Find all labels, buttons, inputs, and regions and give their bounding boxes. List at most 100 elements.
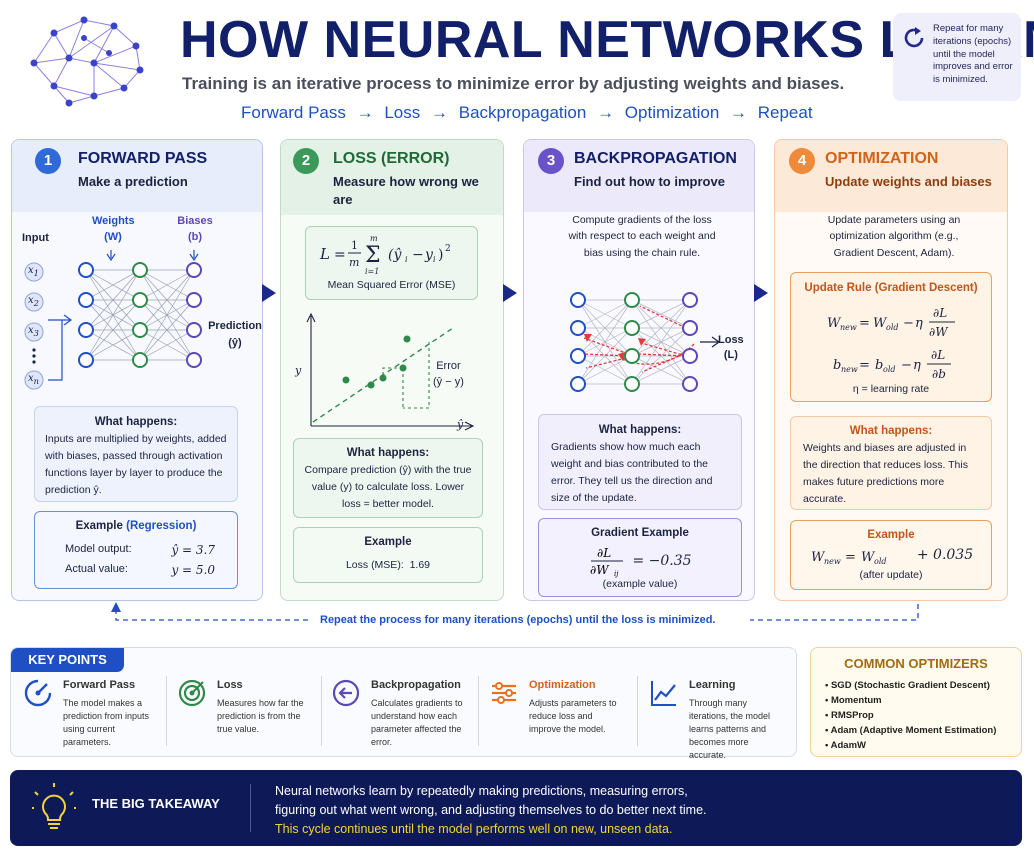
svg-text:∂L: ∂L [597, 546, 611, 560]
row-value: 1.69 [409, 559, 431, 572]
svg-text:new: new [841, 365, 858, 374]
example-note: (example value) [602, 578, 678, 591]
prediction-text: Prediction [208, 320, 262, 332]
svg-text:W: W [861, 550, 876, 565]
error-text: Error [436, 360, 461, 372]
divider [478, 676, 479, 746]
input-subscript: 2 [33, 298, 39, 308]
optimizer-item: • Momentum [825, 695, 882, 706]
box-text: Inputs are multiplied by weights, added … [45, 433, 227, 496]
divider [166, 676, 167, 746]
gauge-icon [24, 679, 52, 707]
arrow-right-icon [503, 284, 517, 302]
repeat-note-text: Repeat for many iterations (epochs) unti… [933, 23, 1013, 86]
svg-text:=: = [334, 247, 346, 263]
box-title: Example (Regression) [45, 517, 227, 535]
svg-text:∂L: ∂L [933, 306, 947, 320]
flow-step: Loss [384, 103, 421, 122]
back-arrow-icon [332, 679, 360, 707]
flow-step: Backpropagation [458, 103, 587, 122]
row-label: Loss (MSE): [345, 559, 404, 572]
optimizers-title: COMMON OPTIMIZERS [844, 656, 988, 671]
card-subtitle: Make a prediction [78, 174, 188, 189]
optimizer-name: Momentum [830, 695, 882, 706]
divider [250, 784, 251, 832]
what-happens-box: What happens: Inputs are multiplied by w… [34, 406, 238, 502]
arrow-right-icon [262, 284, 276, 302]
backprop-network [570, 292, 721, 392]
svg-text:old: old [874, 557, 887, 566]
svg-text:m: m [370, 234, 378, 243]
box-text: Compare prediction (ŷ) with the true val… [304, 464, 472, 510]
svg-text:i=1: i=1 [365, 267, 379, 276]
error-label: Error (ŷ − y) [433, 359, 464, 391]
example-box: Example Loss (MSE): 1.69 [293, 527, 483, 583]
input-symbol: x [28, 325, 34, 336]
example-note: (after update) [859, 568, 923, 581]
input-node-label: x1 [28, 265, 39, 278]
key-point-title: Backpropagation [371, 679, 461, 691]
what-happens-box: What happens: Gradients show how much ea… [538, 414, 742, 510]
step-number: 4 [789, 148, 815, 174]
flow-step: Repeat [757, 103, 813, 122]
input-node-label: x2 [28, 295, 39, 308]
row-value: ŷ = 3.7 [171, 543, 215, 558]
key-point-text: Measures how far the prediction is from … [217, 697, 304, 735]
prediction-label: Prediction (ŷ) [208, 318, 262, 351]
card-subtitle: Find out how to improve [574, 174, 725, 189]
input-label: Input [22, 232, 49, 244]
input-subscript: n [33, 376, 40, 386]
flow-separator: → [597, 103, 615, 122]
input-subscript: 1 [33, 268, 39, 278]
what-happens-box: What happens: Weights and biases are adj… [790, 416, 992, 510]
flow-separator: → [431, 103, 448, 122]
svg-text:old: old [886, 323, 899, 332]
key-point-item: Loss Measures how far the prediction is … [217, 678, 367, 736]
example-box: Example (Regression) Model output: ŷ = 3… [34, 511, 238, 589]
svg-text:(ŷ: (ŷ [388, 246, 402, 263]
card-subtitle: Measure how wrong we are [333, 174, 479, 207]
example-row: Loss (MSE): 1.69 [302, 557, 474, 574]
svg-text:i: i [433, 255, 436, 264]
key-point-text: Through many iterations, the model learn… [689, 697, 771, 761]
key-points-title: KEY POINTS [11, 648, 124, 672]
svg-text:∂W: ∂W [590, 563, 610, 577]
x-axis-label: ŷ [457, 418, 464, 431]
card-title: LOSS (ERROR) [333, 150, 450, 167]
example-row: Model output: ŷ = 3.7 [45, 541, 227, 560]
svg-text:−: − [901, 358, 912, 373]
card-title: BACKPROPAGATION [574, 150, 737, 167]
example-row: Actual value: y = 5.0 [45, 561, 227, 580]
optimizer-name: AdamW [830, 740, 866, 751]
box-text: Gradients show how much each weight and … [551, 441, 713, 504]
card-header [281, 140, 503, 215]
svg-text:−: − [412, 247, 424, 263]
takeaway-line: Neural networks learn by repeatedly maki… [275, 784, 688, 798]
card-optimization: 4 OPTIMIZATION Update weights and biases… [774, 139, 1008, 601]
what-happens-box: What happens: Compare prediction (ŷ) wit… [293, 438, 483, 518]
input-subscript: 3 [33, 328, 39, 338]
key-point-text: The model makes a prediction from inputs… [63, 697, 150, 748]
loop-text: Repeat the process for many iterations (… [320, 614, 716, 626]
box-title: What happens: [598, 424, 682, 436]
arrow-right-icon [754, 284, 768, 302]
card-loss: 2 LOSS (ERROR) Measure how wrong we are … [280, 139, 504, 601]
flow-step: Optimization [624, 103, 720, 122]
svg-text:Σ: Σ [365, 243, 381, 268]
box-title: What happens: [94, 416, 178, 428]
svg-text:1: 1 [351, 239, 358, 252]
target-icon [178, 679, 206, 707]
svg-text:m: m [349, 256, 359, 269]
svg-text:η: η [913, 358, 921, 373]
svg-text:b: b [875, 358, 883, 373]
error-symbol: (ŷ − y) [433, 375, 464, 388]
page-subtitle: Training is an iterative process to mini… [182, 74, 845, 93]
svg-text:=: = [859, 358, 870, 373]
key-point-text: Adjusts parameters to reduce loss and im… [529, 697, 617, 735]
svg-text:2: 2 [445, 244, 451, 254]
loss-node-label: Loss (L) [718, 333, 744, 364]
loss-text: Loss [718, 334, 744, 346]
svg-text:b: b [833, 358, 841, 373]
card-title: OPTIMIZATION [825, 150, 939, 167]
